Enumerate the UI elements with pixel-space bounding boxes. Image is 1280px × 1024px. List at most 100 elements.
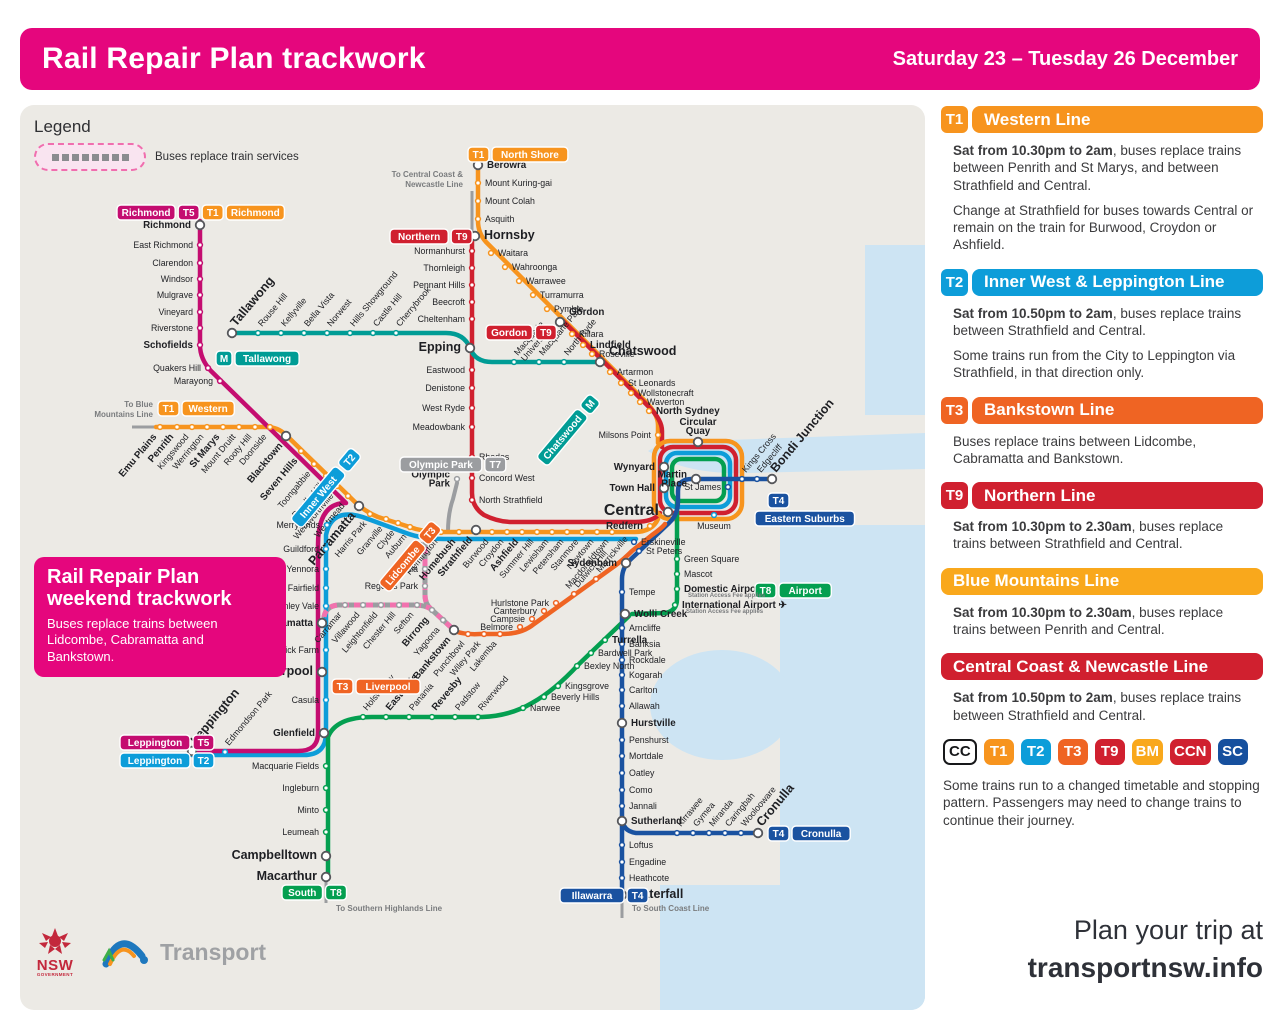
station-label-carlton: Carlton	[629, 685, 657, 695]
callout-body: Buses replace trains between Lidcombe, C…	[47, 616, 218, 664]
station-birrong	[428, 606, 436, 614]
station-canterbury	[540, 607, 548, 615]
panel-title: Western Line	[972, 106, 1263, 133]
station-carramar	[341, 601, 349, 609]
svg-text:T1: T1	[207, 208, 219, 219]
station-label-warrawee: Warrawee	[526, 276, 566, 286]
station-epping	[464, 342, 476, 354]
station-gymea	[689, 829, 697, 837]
panel-paragraph: Sat from 10.50pm to 2am, buses replace t…	[953, 305, 1242, 338]
station-label-arncliffe: Arncliffe	[629, 623, 661, 633]
station-thornleigh	[468, 264, 476, 272]
station-label-windsor: Windsor	[161, 274, 193, 284]
station-newtown	[593, 528, 601, 536]
svg-text:T3: T3	[337, 682, 349, 693]
station-emu-plains	[156, 423, 164, 431]
plan-your-trip: Plan your trip at transportnsw.info	[941, 915, 1263, 984]
station-auburn	[406, 523, 414, 531]
line-info-sidebar: T1 Western Line Sat from 10.30pm to 2am,…	[941, 106, 1263, 829]
station-label-bardwell-park: Bardwell Park	[598, 648, 653, 658]
station-circular-quay	[692, 436, 704, 448]
station-cronulla	[752, 827, 764, 839]
svg-text:Richmond: Richmond	[231, 208, 280, 219]
map-badge-12: T3 Liverpool	[331, 678, 421, 695]
station-leightonfield	[377, 601, 385, 609]
svg-text:Gordon: Gordon	[491, 328, 527, 339]
cc-service-badge: CC	[943, 738, 977, 765]
station-label-kogarah: Kogarah	[629, 670, 662, 680]
panel-central-coast-newcastle-line: Central Coast & Newcastle Line Sat from …	[941, 653, 1263, 724]
station-artarmon	[606, 368, 614, 376]
station-label-campbelltown: Campbelltown	[232, 848, 317, 862]
station-label-west-ryde: West Ryde	[422, 403, 465, 413]
station-burwood	[488, 528, 496, 536]
t1-service-badge: T1	[983, 738, 1014, 765]
station-label-oatley: Oatley	[629, 768, 655, 778]
station-homebush	[455, 528, 463, 536]
panel-inner-west-leppington-line: T2 Inner West & Leppington Line Sat from…	[941, 268, 1263, 382]
svg-text:Leppington: Leppington	[128, 756, 182, 767]
station-label-canley-vale: Canley Vale	[272, 601, 319, 611]
svg-text:T2: T2	[198, 756, 210, 767]
station-st-leonards	[617, 379, 625, 387]
station-norwest	[323, 329, 331, 337]
station-sydenham	[620, 557, 632, 569]
station-label-allawah: Allawah	[629, 701, 660, 711]
station-label-killara: Killara	[579, 329, 604, 339]
station-beverly-hills	[540, 693, 548, 701]
station-waitara	[487, 249, 495, 257]
station-stanmore	[578, 528, 586, 536]
station-hills-showground	[346, 329, 354, 337]
svg-text:Chatswood: Chatswood	[542, 414, 585, 462]
station-wolli-creek	[619, 608, 631, 620]
station-label-riverstone: Riverstone	[151, 323, 193, 333]
station-label-vineyard: Vineyard	[158, 307, 193, 317]
station-windsor	[196, 275, 204, 283]
station-castle-hill	[369, 329, 377, 337]
station-label-waitara: Waitara	[498, 248, 528, 258]
map-note-0: To Central Coast &Newcastle Line	[392, 170, 464, 189]
station-martin-place	[690, 473, 702, 485]
station-west-ryde	[468, 404, 476, 412]
trackwork-callout: Rail Repair Plan weekend trackwork Buses…	[34, 557, 286, 677]
panel-title: Central Coast & Newcastle Line	[941, 653, 1263, 681]
station-cabramatta	[316, 617, 328, 629]
station-normanhurst	[468, 247, 476, 255]
legend-bus-label: Buses replace train services	[155, 151, 299, 163]
station-label-leumeah: Leumeah	[282, 827, 319, 837]
station-turrella	[601, 636, 609, 644]
station-label-hornsby: Hornsby	[484, 228, 535, 242]
station-cherrybrook	[392, 329, 400, 337]
legend: Legend Buses replace train services	[34, 117, 299, 171]
plan-url[interactable]: transportnsw.info	[1027, 952, 1263, 983]
station-bardwell-park	[587, 649, 595, 657]
station-label-erskineville: Erskineville	[641, 537, 686, 547]
date-range: Saturday 23 – Tuesday 26 December	[892, 47, 1238, 70]
station-label-turrella: Turrella	[612, 635, 648, 646]
station-label-canterbury: Canterbury	[493, 606, 537, 616]
government-text: GOVERNMENT	[36, 972, 74, 977]
callout-title-line1: Rail Repair Plan	[47, 566, 200, 588]
svg-text:Eastern Suburbs: Eastern Suburbs	[765, 514, 845, 525]
station-label-international-airport: International Airport ✈	[682, 600, 788, 611]
map-note-4: Station Access Fee applies	[688, 593, 766, 599]
station-label-artarmon: Artarmon	[617, 367, 653, 377]
station-turramurra	[529, 291, 537, 299]
svg-text:Liverpool: Liverpool	[366, 682, 411, 693]
water-3	[660, 885, 925, 1010]
station-label-wollstonecraft: Wollstonecraft	[638, 388, 694, 398]
panel-western-line: T1 Western Line Sat from 10.30pm to 2am,…	[941, 106, 1263, 254]
station-label-quakers-hill: Quakers Hill	[153, 363, 201, 373]
map-badge-11: Eastern Suburbs	[754, 510, 856, 527]
timetable-note: Some trains run to a changed timetable a…	[943, 777, 1260, 828]
map-note-2: To South Coast Line	[632, 904, 710, 913]
line-t5-cumberland	[189, 218, 349, 754]
station-sutherland	[616, 815, 628, 827]
station-rockdale	[618, 656, 626, 664]
svg-text:Illawarra: Illawarra	[572, 891, 613, 902]
service-badges-row: CC T1 T2 T3 T9 BM CCN SC	[943, 738, 1263, 765]
page-title: Rail Repair Plan trackwork	[42, 42, 426, 75]
